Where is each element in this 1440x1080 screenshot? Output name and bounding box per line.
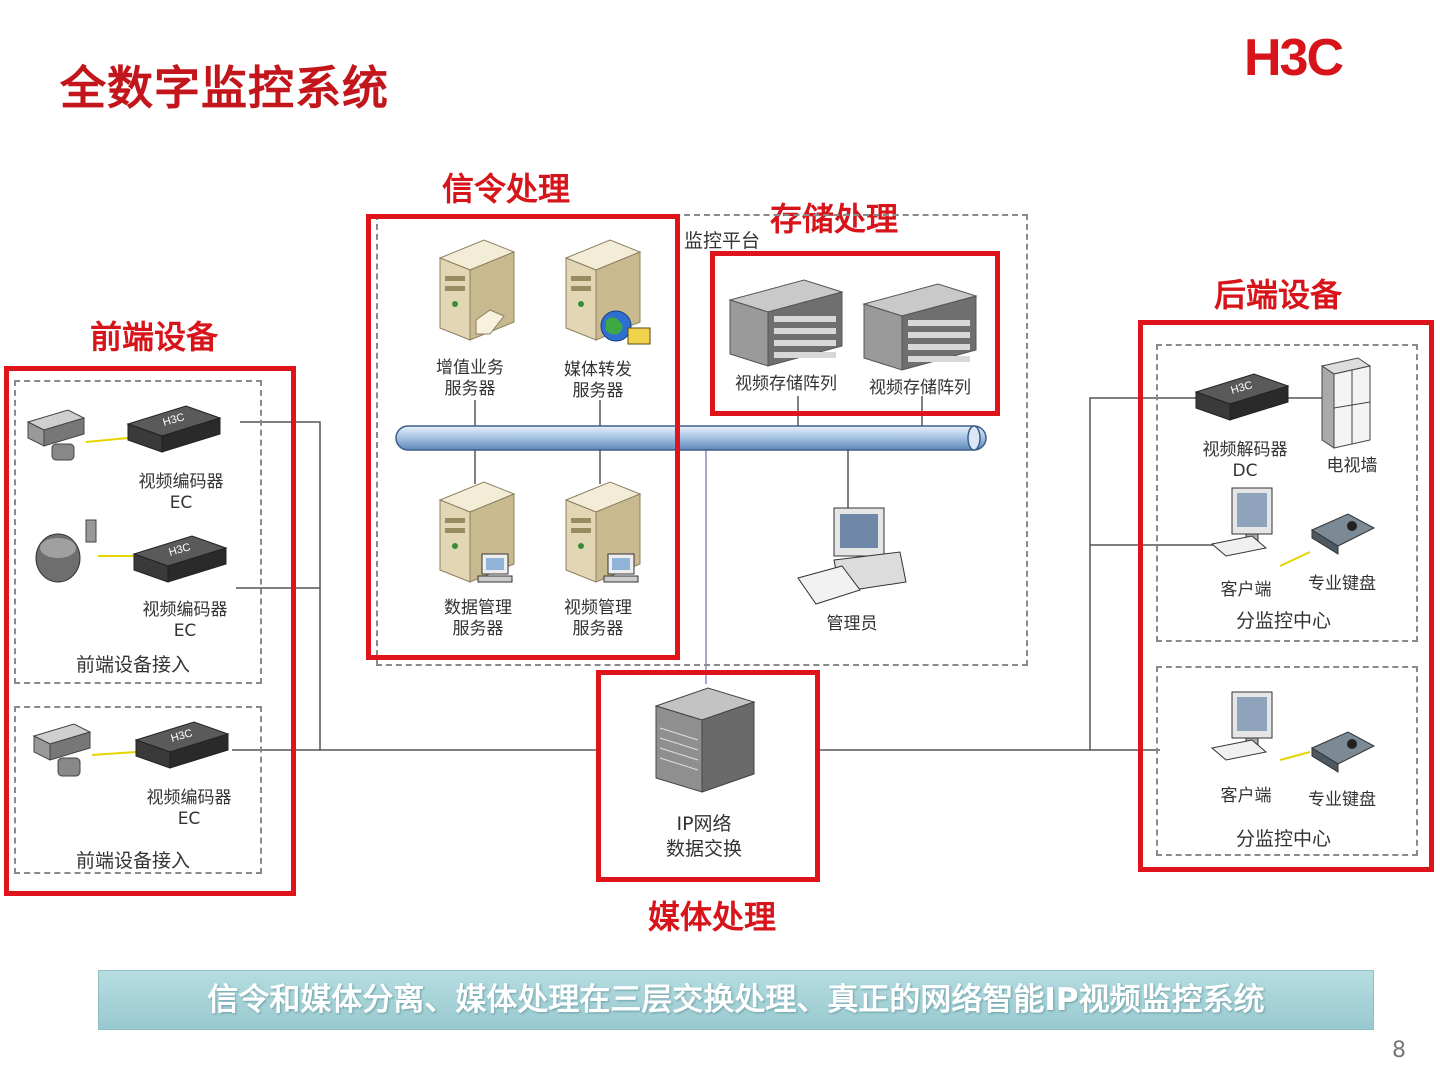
data-mgmt-server-label: 数据管理服务器 bbox=[444, 598, 512, 639]
client-label-2: 客户端 bbox=[1220, 786, 1272, 806]
dome-camera-icon bbox=[35, 519, 97, 583]
signaling-heading: 信令处理 bbox=[442, 170, 571, 208]
frontend-access-group-1 bbox=[14, 380, 262, 684]
summary-banner: 信令和媒体分离、媒体处理在三层交换处理、真正的网络智能IP视频监控系统 bbox=[98, 970, 1374, 1030]
storage-array-label-1: 视频存储阵列 bbox=[735, 374, 837, 394]
camera-icon-2 bbox=[32, 723, 92, 777]
svg-text:H3C: H3C bbox=[1230, 379, 1255, 397]
switch-label: IP网络数据交换 bbox=[665, 813, 742, 860]
admin-workstation-icon bbox=[797, 507, 907, 605]
frontend-access-label-2: 前端设备接入 bbox=[76, 850, 191, 872]
sub-center-group-2 bbox=[1156, 666, 1418, 856]
page-title: 全数字监控系统 bbox=[60, 61, 389, 115]
client-pc-icon-2 bbox=[1210, 691, 1273, 761]
frontend-access-label-1: 前端设备接入 bbox=[76, 654, 191, 676]
platform-label: 监控平台 bbox=[682, 226, 763, 253]
backend-heading: 后端设备 bbox=[1214, 276, 1343, 314]
vas-server-icon bbox=[438, 239, 516, 341]
sub-center-label-2: 分监控中心 bbox=[1236, 828, 1332, 850]
encoder-icon-2: H3C bbox=[132, 535, 228, 583]
storage-array-label-2: 视频存储阵列 bbox=[869, 378, 971, 398]
video-mgmt-server-label: 视频管理服务器 bbox=[564, 598, 632, 639]
frontend-access-group-2 bbox=[14, 706, 262, 874]
frontend-highlight-box bbox=[4, 366, 296, 896]
svg-text:H3C: H3C bbox=[168, 541, 193, 559]
keyboard-label-2: 专业键盘 bbox=[1308, 790, 1376, 810]
tv-wall-icon bbox=[1320, 357, 1372, 449]
keyboard-icon-1 bbox=[1310, 513, 1376, 555]
encoder-icon-3: H3C bbox=[134, 721, 230, 769]
client-label-1: 客户端 bbox=[1220, 580, 1272, 600]
sub-center-group-1 bbox=[1156, 344, 1418, 642]
storage-array-icon-2 bbox=[862, 283, 978, 371]
page-number: 8 bbox=[1392, 1038, 1406, 1063]
admin-label: 管理员 bbox=[826, 614, 878, 634]
media-heading: 媒体处理 bbox=[648, 898, 777, 936]
h3c-logo: H3C bbox=[1244, 29, 1344, 87]
encoder-icon-1: H3C bbox=[126, 405, 222, 453]
storage-highlight-box bbox=[710, 251, 1000, 416]
svg-text:H3C: H3C bbox=[162, 411, 187, 429]
tv-wall-label: 电视墙 bbox=[1326, 456, 1378, 476]
data-mgmt-server-icon bbox=[438, 481, 516, 583]
media-relay-server-label: 媒体转发服务器 bbox=[564, 360, 632, 401]
keyboard-label-1: 专业键盘 bbox=[1308, 574, 1376, 594]
storage-heading: 存储处理 bbox=[770, 200, 899, 238]
media-relay-server-icon bbox=[564, 239, 651, 345]
backend-highlight-box bbox=[1138, 320, 1434, 872]
camera-icon-1 bbox=[26, 409, 86, 461]
sub-center-label-1: 分监控中心 bbox=[1236, 610, 1332, 632]
core-switch-icon bbox=[654, 687, 756, 793]
client-pc-icon-1 bbox=[1210, 487, 1273, 557]
signaling-highlight-box bbox=[366, 214, 680, 660]
storage-array-icon-1 bbox=[728, 279, 844, 367]
svg-text:H3C: H3C bbox=[170, 727, 195, 745]
decoder-icon: H3C bbox=[1194, 373, 1290, 421]
media-highlight-box bbox=[596, 670, 820, 882]
keyboard-icon-2 bbox=[1310, 731, 1376, 773]
backbone-pipe bbox=[395, 425, 987, 451]
vas-server-label: 增值业务服务器 bbox=[436, 358, 504, 399]
frontend-heading: 前端设备 bbox=[90, 318, 219, 356]
platform-region bbox=[376, 214, 1028, 666]
video-mgmt-server-icon bbox=[564, 481, 642, 583]
